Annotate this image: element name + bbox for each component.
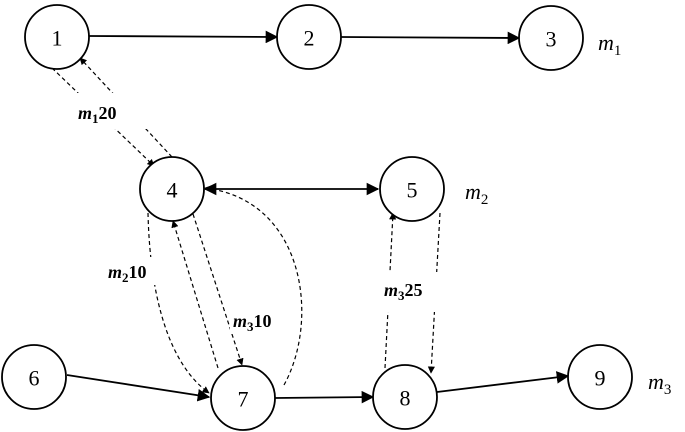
node-6-label: 6	[29, 366, 40, 391]
node-9-label: 9	[595, 366, 606, 391]
dashed-edge-4-1	[79, 57, 173, 158]
node-4: 4	[139, 156, 205, 222]
edge-label-m3-10: m310	[233, 311, 272, 334]
edge-label-bg-m3-10	[230, 306, 294, 334]
edge-2-3	[340, 31, 521, 45]
machine-label-m2: m2	[465, 179, 488, 208]
edge-label-bg-m3-25	[379, 272, 497, 312]
node-3-label: 3	[546, 27, 557, 52]
node-1-label: 1	[52, 26, 63, 51]
node-6: 6	[1, 344, 67, 410]
node-8: 8	[372, 364, 438, 430]
machine-label-m1: m1	[598, 30, 621, 59]
edge-label-bg-m2-10	[104, 257, 166, 285]
dashed-edge-4-7	[192, 213, 244, 366]
edge-1-2	[88, 30, 279, 44]
dashed-edge-7-4	[171, 220, 219, 369]
node-2-label: 2	[304, 26, 315, 51]
node-9: 9	[567, 344, 633, 410]
dashed-edge-7-4-right	[204, 185, 303, 386]
dashed-edge-4-7-left	[147, 212, 210, 394]
edge-label-m1-20: m120	[78, 103, 117, 126]
node-3: 3	[518, 5, 584, 71]
edge-label-m3-25: m325	[384, 280, 423, 303]
node-4-label: 4	[167, 178, 178, 203]
edge-label-bg-m1-20	[72, 93, 206, 129]
edge-6-7	[66, 374, 211, 402]
edge-label-m2-10: m210	[108, 262, 147, 285]
node-5-label: 5	[407, 178, 418, 203]
node-8-label: 8	[400, 386, 411, 411]
node-7: 7	[210, 365, 276, 431]
node-1: 1	[24, 4, 90, 70]
edge-8-9	[436, 371, 570, 393]
node-2: 2	[276, 4, 342, 70]
edge-7-8	[274, 390, 375, 404]
node-5: 5	[379, 156, 445, 222]
node-7-label: 7	[238, 387, 249, 412]
machine-label-m3: m3	[648, 369, 671, 398]
